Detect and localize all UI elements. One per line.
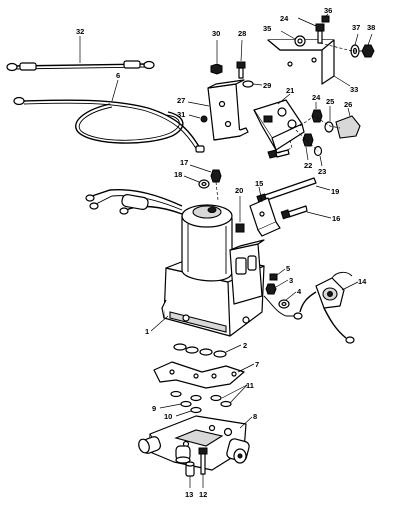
bracket-15 bbox=[249, 186, 281, 237]
boot-26 bbox=[335, 107, 361, 139]
bolt-12 bbox=[198, 447, 208, 488]
callout-30: 30 bbox=[212, 29, 220, 38]
washer-18 bbox=[183, 175, 210, 189]
nut-38 bbox=[361, 33, 375, 58]
washer-4 bbox=[278, 291, 297, 309]
washer-37 bbox=[350, 33, 360, 58]
callout-8: 8 bbox=[253, 412, 257, 421]
callout-25: 25 bbox=[326, 97, 334, 106]
washer-35 bbox=[280, 30, 306, 47]
relay-bracket bbox=[267, 39, 351, 87]
nut-22 bbox=[302, 133, 314, 161]
callout-24a: 24 bbox=[280, 14, 289, 23]
washer-29 bbox=[242, 80, 263, 88]
callout-38: 38 bbox=[367, 23, 375, 32]
solenoid-21 bbox=[253, 93, 305, 151]
callout-36: 36 bbox=[324, 6, 332, 15]
screw-28 bbox=[236, 39, 246, 79]
callout-27: 27 bbox=[177, 96, 185, 105]
callout-33: 33 bbox=[350, 85, 358, 94]
callout-3: 3 bbox=[289, 276, 293, 285]
callout-21: 21 bbox=[286, 86, 294, 95]
callout-29: 29 bbox=[263, 81, 271, 90]
pump-motor-assembly bbox=[85, 188, 265, 337]
screw-5 bbox=[269, 268, 286, 281]
screw-31 bbox=[188, 114, 208, 123]
callout-6: 6 bbox=[116, 71, 120, 80]
solenoid-bracket bbox=[207, 79, 249, 141]
washer-10 bbox=[175, 406, 202, 417]
manifold-8 bbox=[138, 415, 253, 471]
callout-14: 14 bbox=[358, 277, 367, 286]
callout-2: 2 bbox=[243, 341, 247, 350]
callout-20: 20 bbox=[235, 186, 243, 195]
screw-16 bbox=[280, 205, 332, 220]
seals-11 bbox=[170, 384, 248, 408]
nut-17 bbox=[189, 164, 222, 183]
callout-15: 15 bbox=[255, 179, 263, 188]
callout-24b: 24 bbox=[312, 93, 321, 102]
washer-9 bbox=[159, 400, 192, 409]
washer-23 bbox=[313, 145, 323, 167]
washer-25 bbox=[324, 106, 334, 133]
callout-22: 22 bbox=[304, 161, 312, 170]
callout-10: 10 bbox=[164, 412, 172, 421]
switch-14 bbox=[299, 271, 359, 344]
callout-23: 23 bbox=[318, 167, 326, 176]
callout-18: 18 bbox=[174, 170, 182, 179]
battery-cable-short bbox=[6, 36, 155, 72]
callout-19: 19 bbox=[331, 187, 339, 196]
callout-13: 13 bbox=[185, 490, 193, 499]
callout-37: 37 bbox=[352, 23, 360, 32]
nut-24 bbox=[311, 102, 323, 123]
screw-under-bracket bbox=[267, 149, 290, 159]
small-wire-lead bbox=[263, 295, 303, 320]
callout-9: 9 bbox=[152, 404, 156, 413]
o-rings-2 bbox=[173, 343, 242, 358]
callout-28: 28 bbox=[238, 29, 246, 38]
callout-1: 1 bbox=[145, 327, 149, 336]
callout-12: 12 bbox=[199, 490, 207, 499]
callout-35: 35 bbox=[263, 24, 271, 33]
callout-4: 4 bbox=[297, 287, 302, 296]
callout-5: 5 bbox=[286, 264, 290, 273]
callout-16: 16 bbox=[332, 214, 340, 223]
callout-7: 7 bbox=[255, 360, 259, 369]
screw-3 bbox=[265, 279, 289, 295]
fitting-13 bbox=[185, 461, 195, 488]
callout-26: 26 bbox=[344, 100, 352, 109]
callout-31: 31 bbox=[177, 110, 185, 119]
screw-36 bbox=[321, 13, 330, 23]
callout-32: 32 bbox=[76, 27, 84, 36]
plate-7 bbox=[153, 361, 255, 389]
long-coiled-cable bbox=[13, 79, 205, 153]
nut-30 bbox=[210, 40, 223, 75]
screw-20 bbox=[235, 196, 245, 233]
callout-11: 11 bbox=[246, 381, 254, 390]
callout-17: 17 bbox=[180, 158, 188, 167]
